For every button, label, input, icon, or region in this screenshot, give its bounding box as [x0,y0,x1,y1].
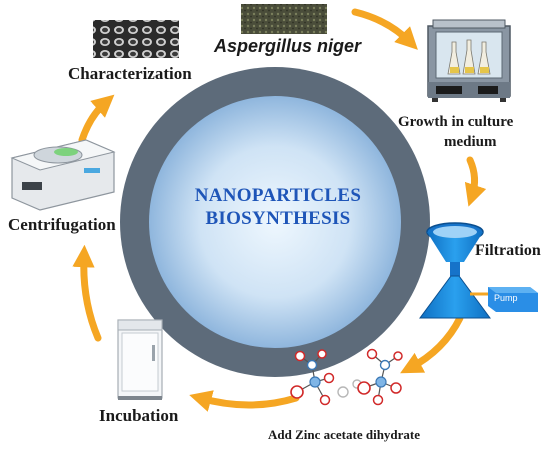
center-title: NANOPARTICLES BIOSYNTHESIS [150,184,406,230]
center-title-line2: BIOSYNTHESIS [205,208,351,229]
incubation-label: Incubation [99,406,179,425]
pump-box [488,287,538,312]
centrifuge-icon [10,139,116,211]
filtration-funnel-icon [419,222,491,319]
incubator-cabinet-icon [117,319,163,400]
organism-label: Aspergillus niger [214,36,362,56]
pump-label: Pump [494,293,518,303]
shaker-incubator-icon [427,19,511,102]
arrow-to-incubation [189,390,300,412]
foam-sem-image [93,20,179,58]
characterization-label: Characterization [68,64,192,83]
inner-disc [149,96,401,348]
centrifugation-label: Centrifugation [8,215,116,234]
arrow-to-growth [351,8,418,50]
zinc-label: Add Zinc acetate dihydrate [268,427,421,442]
center-title-line1: NANOPARTICLES [194,185,362,206]
filtration-label: Filtration [475,242,541,259]
arrow-to-zinc [400,314,464,374]
arrow-to-characterization [78,94,115,144]
growth-label-line2: medium [444,134,497,150]
molecule-atoms [290,348,403,406]
arrow-to-centrifugation [72,244,102,342]
mold-culture-image [241,4,327,34]
arrow-to-filtration [464,156,487,207]
growth-label-line1: Growth in culture [398,114,514,130]
